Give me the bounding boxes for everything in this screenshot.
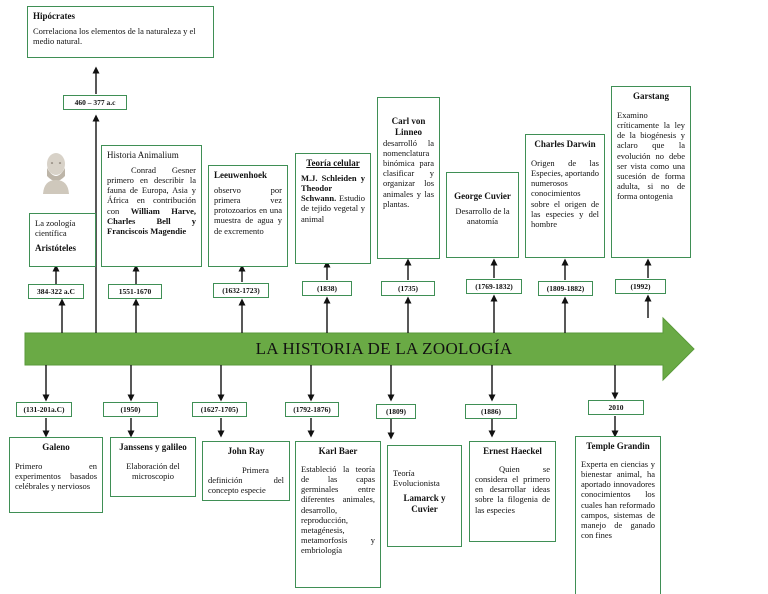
gesner-box: Historia Animalium Conrad Gesner primero…	[101, 145, 202, 267]
hipocrates-box: Hipócrates Correlaciona los elementos de…	[27, 6, 214, 58]
celular-body: Estudio de tejido vegetal y animal	[301, 193, 365, 224]
darwin-box: Charles Darwin Origen de las Especies, a…	[525, 134, 605, 258]
galeno-date: (131-201a.C)	[16, 402, 72, 417]
ray-title: John Ray	[227, 446, 265, 456]
galeno-title: Galeno	[42, 442, 70, 452]
timeline-title: LA HISTORIA DE LA ZOOLOGÍA	[255, 339, 513, 358]
galeno-box: Galeno Primero en experimentos basados c…	[9, 437, 103, 513]
gesner-body: Conrad Gesner primero en describir la fa…	[107, 164, 196, 216]
garstang-box: Garstang Examino críticamente la ley de …	[611, 86, 691, 258]
grandin-body: Experta en ciencias y bienestar animal, …	[581, 458, 655, 541]
darwin-body: Origen de las Especies, aportando numero…	[531, 157, 599, 229]
haeckel-box: Ernest Haeckel Quien se considera el pri…	[469, 441, 556, 542]
leeuwenhoek-body: observo por primera vez protozoarios en …	[214, 184, 282, 236]
leeuwenhoek-date: (1632-1723)	[213, 283, 269, 298]
grandin-title: Temple Grandin	[586, 441, 650, 451]
lamarck-title: Lamarck y Cuvier	[403, 493, 446, 515]
haeckel-title: Ernest Haeckel	[483, 446, 542, 456]
leeuwenhoek-title: Leeuwenhoek	[214, 170, 268, 180]
celular-authors: M.J. Schleiden y Theodor Schwann.	[301, 172, 365, 204]
celular-date: (1838)	[302, 281, 352, 296]
lamarck-box: Teoría Evolucionista Lamarck y Cuvier	[387, 445, 462, 547]
gesner-date: 1551-1670	[108, 284, 162, 299]
cuvier-title: George Cuvier	[454, 191, 511, 201]
linneo-body: desarrolló la nomenclatura binómica para…	[383, 137, 434, 209]
haeckel-body: Quien se considera el primero en desarro…	[475, 463, 550, 515]
baer-box: Karl Baer Estableció la teoría de las ca…	[295, 441, 381, 588]
leeuwenhoek-box: Leeuwenhoek observo por primera vez prot…	[208, 165, 288, 267]
janssens-box: Janssens y galileo Elaboración del micro…	[110, 437, 196, 497]
aristoteles-name: Aristóteles	[35, 243, 76, 254]
linneo-title: Carl von Linneo	[391, 116, 426, 137]
garstang-title: Garstang	[633, 91, 669, 101]
aristoteles-box: La zoología científica Aristóteles	[29, 213, 96, 267]
galeno-body: Primero en experimentos basados celébral…	[15, 460, 97, 492]
cuvier-box: George Cuvier Desarrollo de la anatomía	[446, 172, 519, 258]
linneo-date: (1735)	[381, 281, 435, 296]
baer-body: Estableció la teoría de las capas germin…	[301, 463, 375, 556]
hipocrates-title: Hipócrates	[33, 11, 75, 21]
janssens-title: Janssens y galileo	[119, 442, 187, 452]
garstang-date: (1992)	[615, 279, 666, 294]
hipocrates-date: 460 – 377 a.c	[63, 95, 127, 110]
baer-title: Karl Baer	[318, 446, 358, 456]
ray-body: Primera definición del concepto especie	[208, 464, 284, 496]
darwin-date: (1809-1882)	[538, 281, 593, 296]
janssens-date: (1950)	[103, 402, 158, 417]
baer-date: (1792-1876)	[285, 402, 339, 417]
aristoteles-body: La zoología científica	[35, 218, 76, 239]
grandin-date: 2010	[588, 400, 644, 415]
darwin-title: Charles Darwin	[534, 139, 596, 149]
garstang-body: Examino críticamente la ley de la biogén…	[617, 109, 685, 202]
gesner-body-names: William Harve, Charles Bell y Franciscoi…	[107, 205, 196, 236]
celular-title: Teoría celular	[306, 158, 360, 168]
linneo-box: Carl von Linneo desarrolló la nomenclatu…	[377, 97, 440, 259]
aristoteles-date: 384-322 a.C	[28, 284, 84, 299]
celular-box: Teoría celular M.J. Schleiden y Theodor …	[295, 153, 371, 264]
cuvier-body: Desarrollo de la anatomía	[455, 205, 510, 226]
aristoteles-bust-image	[43, 153, 69, 194]
lamarck-body: Teoría Evolucionista	[393, 468, 440, 489]
lamarck-date: (1809)	[376, 404, 416, 419]
hipocrates-body: Correlaciona los elementos de la natural…	[33, 25, 196, 46]
janssens-body: Elaboración del microscopio	[126, 460, 180, 481]
cuvier-date: (1769-1832)	[466, 279, 522, 294]
grandin-box: Temple Grandin Experta en ciencias y bie…	[575, 436, 661, 594]
ray-date: (1627-1705)	[192, 402, 247, 417]
gesner-title: Historia Animalium	[107, 150, 179, 160]
ray-box: John Ray Primera definición del concepto…	[202, 441, 290, 501]
haeckel-date: (1886)	[465, 404, 517, 419]
